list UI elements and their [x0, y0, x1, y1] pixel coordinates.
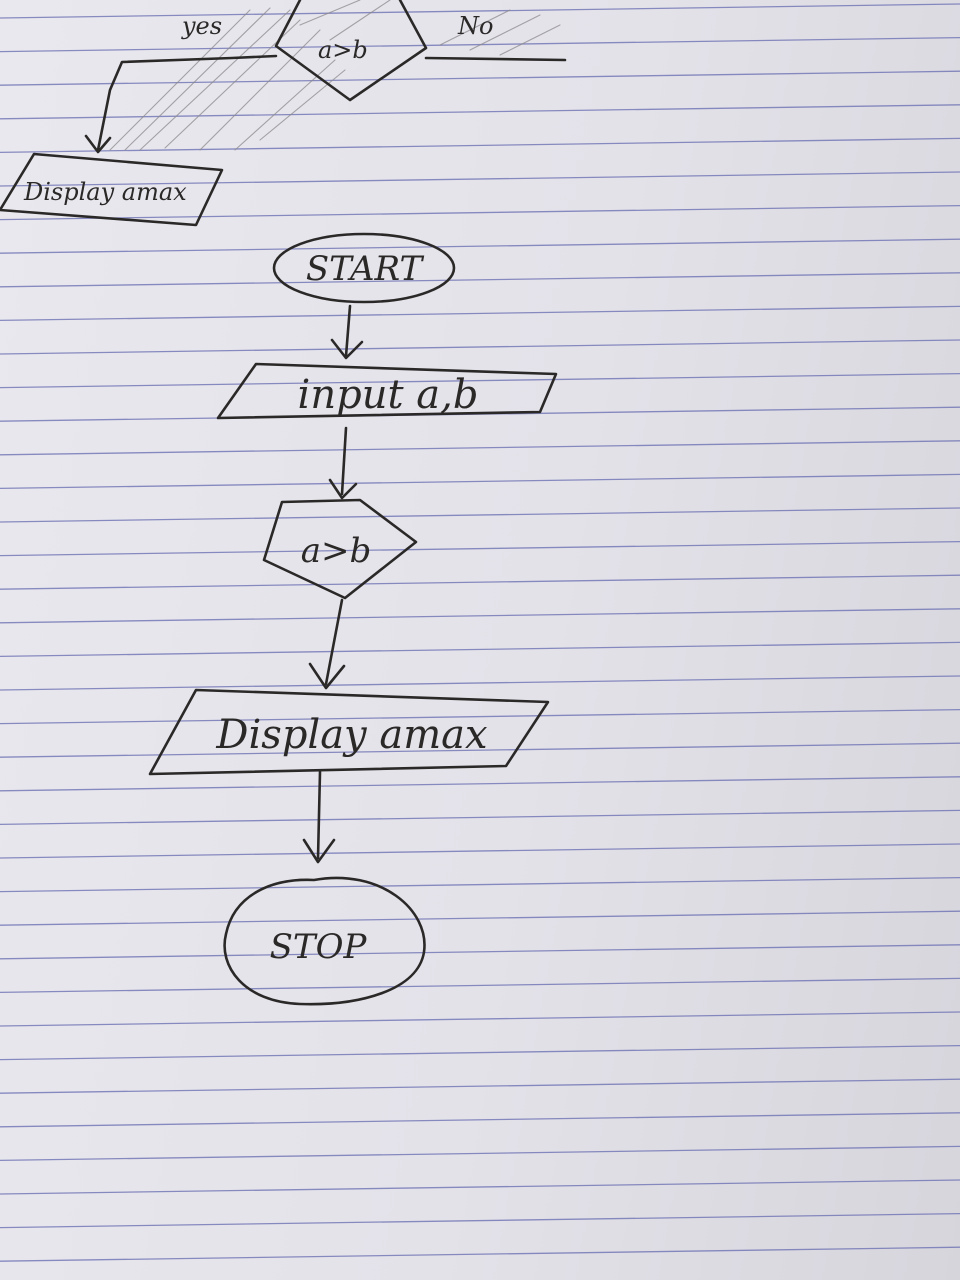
decision-diamond — [262, 498, 418, 600]
ruled-line — [0, 1179, 960, 1195]
top-no-label: No — [457, 12, 493, 40]
ruled-line — [0, 641, 960, 658]
ruled-line — [0, 944, 960, 960]
arrow-start-to-input — [344, 304, 352, 358]
ruled-line — [0, 339, 960, 355]
ruled-line — [0, 1011, 960, 1027]
ruled-line — [0, 507, 960, 523]
ruled-line — [0, 675, 960, 691]
ruled-line — [0, 910, 960, 926]
start-label: START — [306, 249, 425, 289]
ruled-line — [0, 137, 960, 154]
top-hatching — [109, 0, 561, 151]
top-fragment: a>b yes No Display amax — [0, 0, 567, 227]
ruled-line — [0, 171, 960, 187]
ruled-line — [0, 540, 960, 557]
top-decision-diamond — [274, 0, 428, 102]
ruled-line — [0, 1112, 960, 1128]
ruled-line — [0, 238, 960, 254]
arrow-input-to-decision — [340, 426, 348, 496]
top-yes-connector — [96, 54, 278, 152]
stop-label: STOP — [270, 927, 368, 967]
ruled-line — [0, 3, 960, 19]
top-output-parallelogram — [0, 152, 224, 227]
arrowhead-output-to-stop — [302, 838, 336, 864]
top-yes-arrowhead — [84, 134, 112, 154]
top-no-connector — [424, 56, 567, 62]
top-output-label: Display amax — [23, 178, 187, 206]
stop-terminal — [223, 876, 426, 1006]
arrow-output-to-stop — [316, 770, 322, 860]
ruled-line — [0, 708, 960, 725]
input-label: input a,b — [298, 372, 479, 418]
ruled-line — [0, 776, 960, 792]
decision-label: a>b — [301, 531, 372, 571]
ruled-line — [0, 440, 960, 456]
ruled-line — [0, 876, 960, 893]
ruled-line — [0, 70, 960, 86]
start-terminal — [272, 232, 456, 304]
arrowhead-decision-to-output — [308, 662, 346, 690]
arrowhead-start-to-input — [330, 338, 364, 360]
ruled-line — [0, 372, 960, 389]
input-parallelogram — [216, 362, 558, 420]
ruled-line — [0, 977, 960, 994]
ruled-line — [0, 305, 960, 322]
ruled-line — [0, 1212, 960, 1229]
ruled-line — [0, 204, 960, 221]
arrow-decision-to-output — [324, 598, 344, 686]
top-yes-label: yes — [181, 12, 222, 40]
ruled-line — [0, 608, 960, 624]
ruled-line — [0, 272, 960, 288]
ruled-line — [0, 1145, 960, 1162]
output-parallelogram — [148, 688, 550, 776]
top-decision-label: a>b — [318, 36, 368, 64]
ruled-line — [0, 1246, 960, 1262]
ruled-line — [0, 809, 960, 826]
ruled-line — [0, 1078, 960, 1094]
ruled-line — [0, 574, 960, 590]
output-label: Display amax — [215, 712, 487, 758]
ruled-line — [0, 843, 960, 859]
ruled-line — [0, 1044, 960, 1061]
arrowhead-input-to-decision — [328, 478, 358, 500]
main-flowchart: START input a,b a>b Display amax STOP — [148, 232, 558, 1006]
ruled-line — [0, 473, 960, 490]
